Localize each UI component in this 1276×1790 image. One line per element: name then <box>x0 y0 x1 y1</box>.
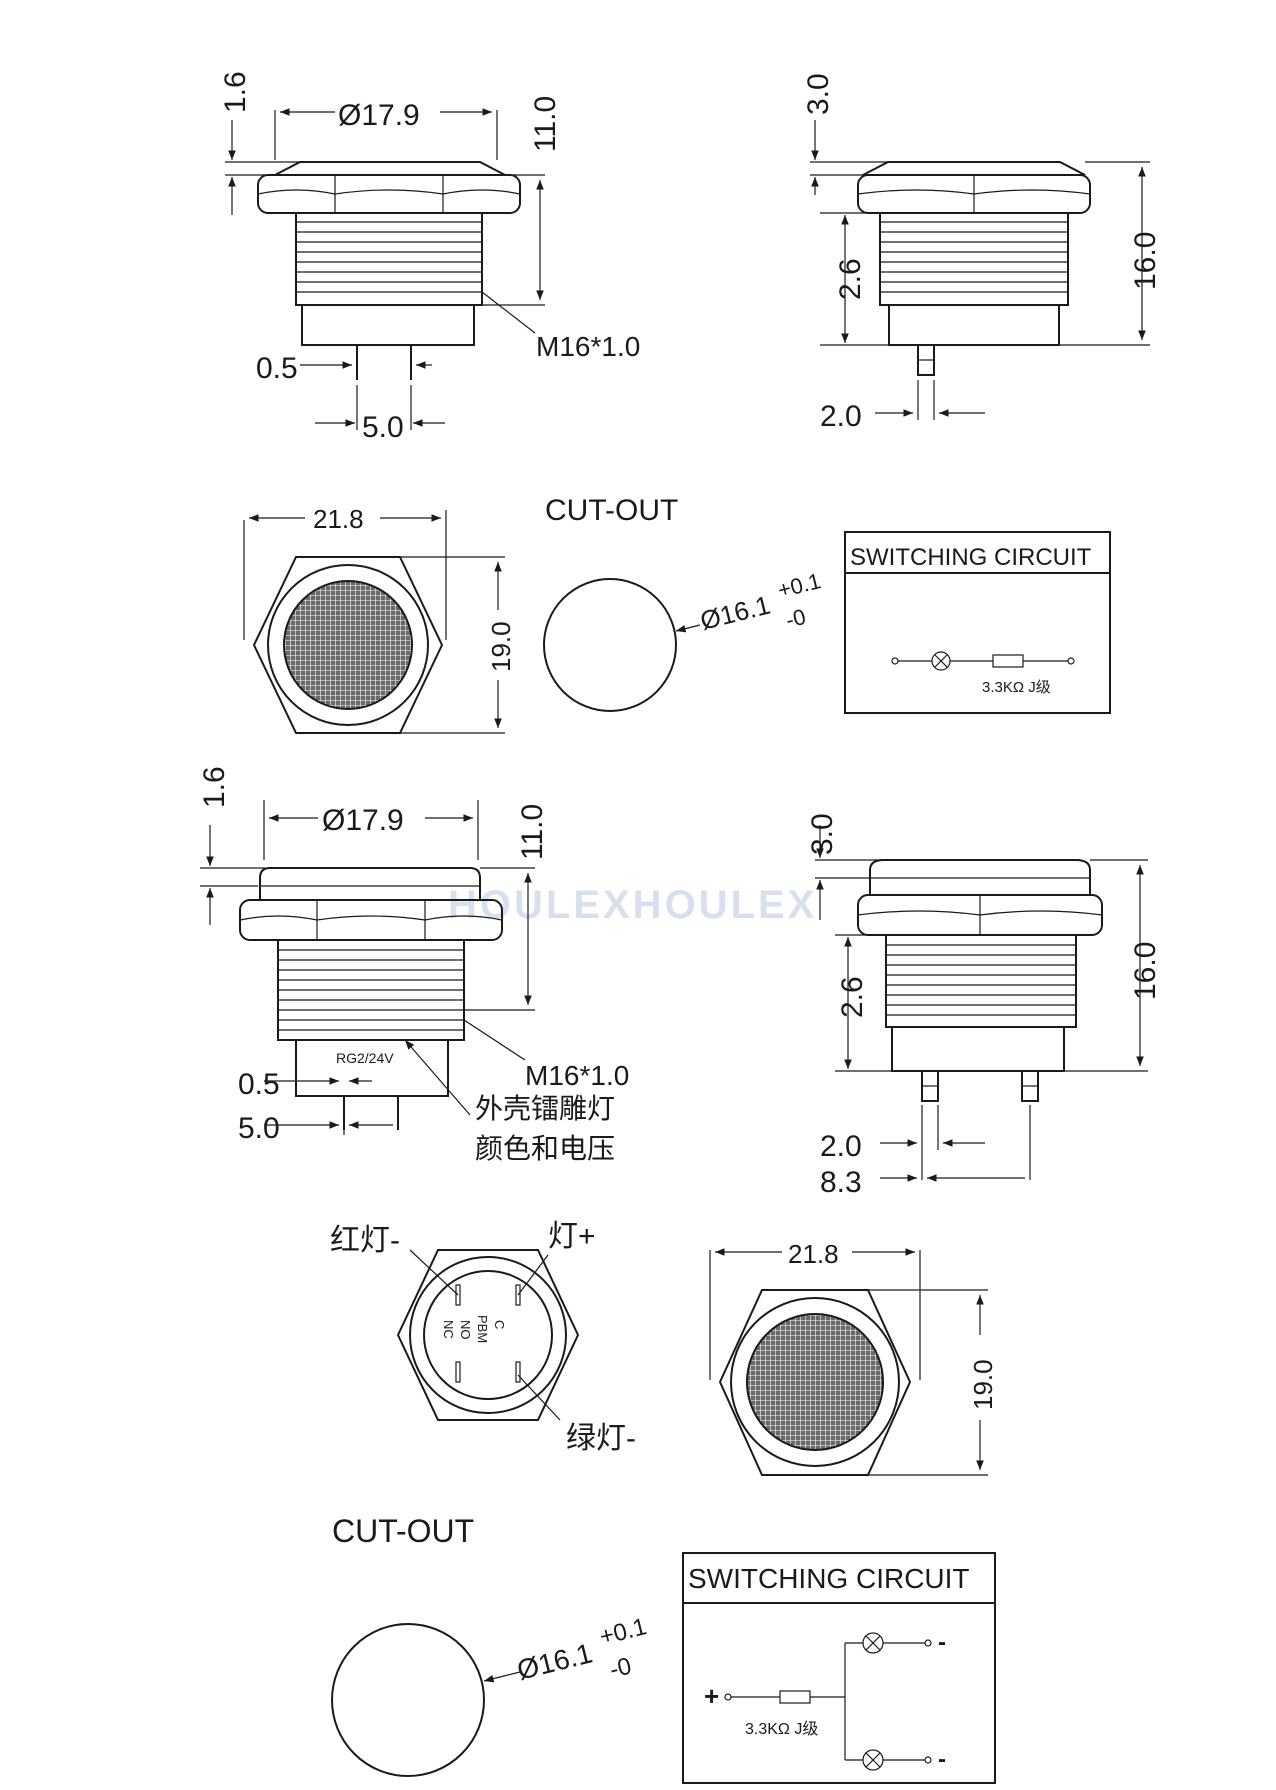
top-circuit-resistor-label: 3.3KΩ J级 <box>982 679 1051 696</box>
thread-lines <box>278 949 464 1031</box>
top-switching-circuit: SWITCHING CIRCUIT 3.3KΩ J级 <box>844 531 1111 714</box>
top-cutout-tol-plus: +0.1 <box>775 568 823 603</box>
top-cutout-title: CUT-OUT <box>545 494 678 527</box>
bottom-front-top-height-label: 1.6 <box>198 766 231 808</box>
bottom-circuit-minus-top: - <box>938 1629 946 1656</box>
bottom-circuit-minus-bottom: - <box>938 1746 946 1773</box>
bottom-front-height-label: 11.0 <box>516 804 549 860</box>
bottom-cutout-tol-minus: -0 <box>607 1652 634 1683</box>
bottom-cutout-title: CUT-OUT <box>332 1513 474 1549</box>
thread-lines <box>880 221 1068 293</box>
top-front-height-label: 11.0 <box>529 96 562 152</box>
top-front-pin-width-label: 0.5 <box>256 352 298 385</box>
top-view-height-label: 19.0 <box>486 621 516 672</box>
terminal-c-label: C <box>492 1320 507 1329</box>
thread-lines <box>886 944 1076 1016</box>
green-lamp-minus-label: 绿灯- <box>566 1422 636 1455</box>
watermark: HOULEXHOULEX <box>448 883 817 927</box>
bottom-front-pin-width-label: 0.5 <box>238 1068 280 1101</box>
top-cutout-diameter-label: Ø16.1 <box>697 590 773 636</box>
top-side-pin-offset-label: 2.0 <box>820 400 862 433</box>
bottom-cutout-tol-plus: +0.1 <box>597 1613 650 1651</box>
bottom-circuit-plus: + <box>704 1681 719 1711</box>
resistor-icon <box>779 1690 811 1704</box>
bottom-circuit-title: SWITCHING CIRCUIT <box>688 1563 970 1594</box>
bottom-side-nut-height-label: 2.6 <box>836 976 869 1018</box>
bottom-side-pin-offset-label: 2.0 <box>820 1130 862 1163</box>
top-side-total-height-label: 16.0 <box>1129 232 1162 290</box>
bottom-side-view: 3.0 2.6 16.0 2.0 8.3 <box>806 813 1162 1199</box>
bottom-side-pin-spacing-label: 8.3 <box>820 1166 862 1199</box>
top-cutout-tol-minus: -0 <box>783 604 808 633</box>
bottom-cutout-diameter-label: Ø16.1 <box>514 1637 596 1686</box>
top-top-view: 21.8 19.0 <box>243 504 516 734</box>
red-lamp-minus-label: 红灯- <box>330 1224 400 1257</box>
lamp-plus-label: 灯+ <box>548 1220 596 1253</box>
top-circuit-title: SWITCHING CIRCUIT <box>850 544 1092 571</box>
terminal-pbm-label: PBM <box>475 1315 490 1343</box>
bottom-front-diameter-label: Ø17.9 <box>322 804 404 837</box>
top-side-nut-height-label: 2.6 <box>834 258 867 300</box>
bottom-switching-circuit: SWITCHING CIRCUIT + - - 3.3KΩ J级 <box>682 1552 996 1784</box>
bottom-top-view-width-label: 21.8 <box>788 1239 839 1269</box>
top-side-view: 3.0 2.6 16.0 2.0 <box>802 73 1162 433</box>
bottom-top-view-height-label: 19.0 <box>968 1359 998 1410</box>
bottom-top-view: 21.8 19.0 <box>709 1239 998 1476</box>
bottom-front-pin-spacing-label: 5.0 <box>238 1112 280 1145</box>
top-cutout-view: Ø16.1 +0.1 -0 <box>543 568 823 712</box>
top-front-pin-spacing-label: 5.0 <box>362 411 404 444</box>
top-side-top-height-label: 3.0 <box>802 73 835 115</box>
terminal-nc-label: NC <box>441 1320 456 1339</box>
bottom-circuit-resistor-label: 3.3KΩ J级 <box>745 1720 818 1738</box>
bottom-front-view: RG2/24V Ø17.9 1.6 11.0 M16*1.0 0.5 5.0 外… <box>198 766 629 1164</box>
bottom-front-marking: RG2/24V <box>336 1050 394 1066</box>
top-front-top-height-label: 1.6 <box>219 71 252 113</box>
bottom-front-thread-label: M16*1.0 <box>525 1060 629 1091</box>
resistor-icon <box>992 654 1024 668</box>
bottom-side-top-height-label: 3.0 <box>806 813 839 855</box>
bottom-side-total-height-label: 16.0 <box>1129 942 1162 1000</box>
top-view-width-label: 21.8 <box>313 504 364 534</box>
thread-lines <box>296 221 482 293</box>
terminal-no-label: NO <box>458 1320 473 1340</box>
bottom-cutout-view: Ø16.1 +0.1 -0 <box>331 1613 650 1777</box>
bottom-front-note-line2: 颜色和电压 <box>475 1133 615 1164</box>
top-front-view: Ø17.9 1.6 11.0 M16*1.0 0.5 5.0 <box>219 71 640 444</box>
bottom-terminal-view: C PBM NO NC 红灯- 灯+ 绿灯- <box>330 1220 636 1455</box>
top-front-thread-label: M16*1.0 <box>536 331 640 362</box>
top-front-diameter-label: Ø17.9 <box>338 99 420 132</box>
bottom-front-note-line1: 外壳镭雕灯 <box>475 1093 615 1124</box>
